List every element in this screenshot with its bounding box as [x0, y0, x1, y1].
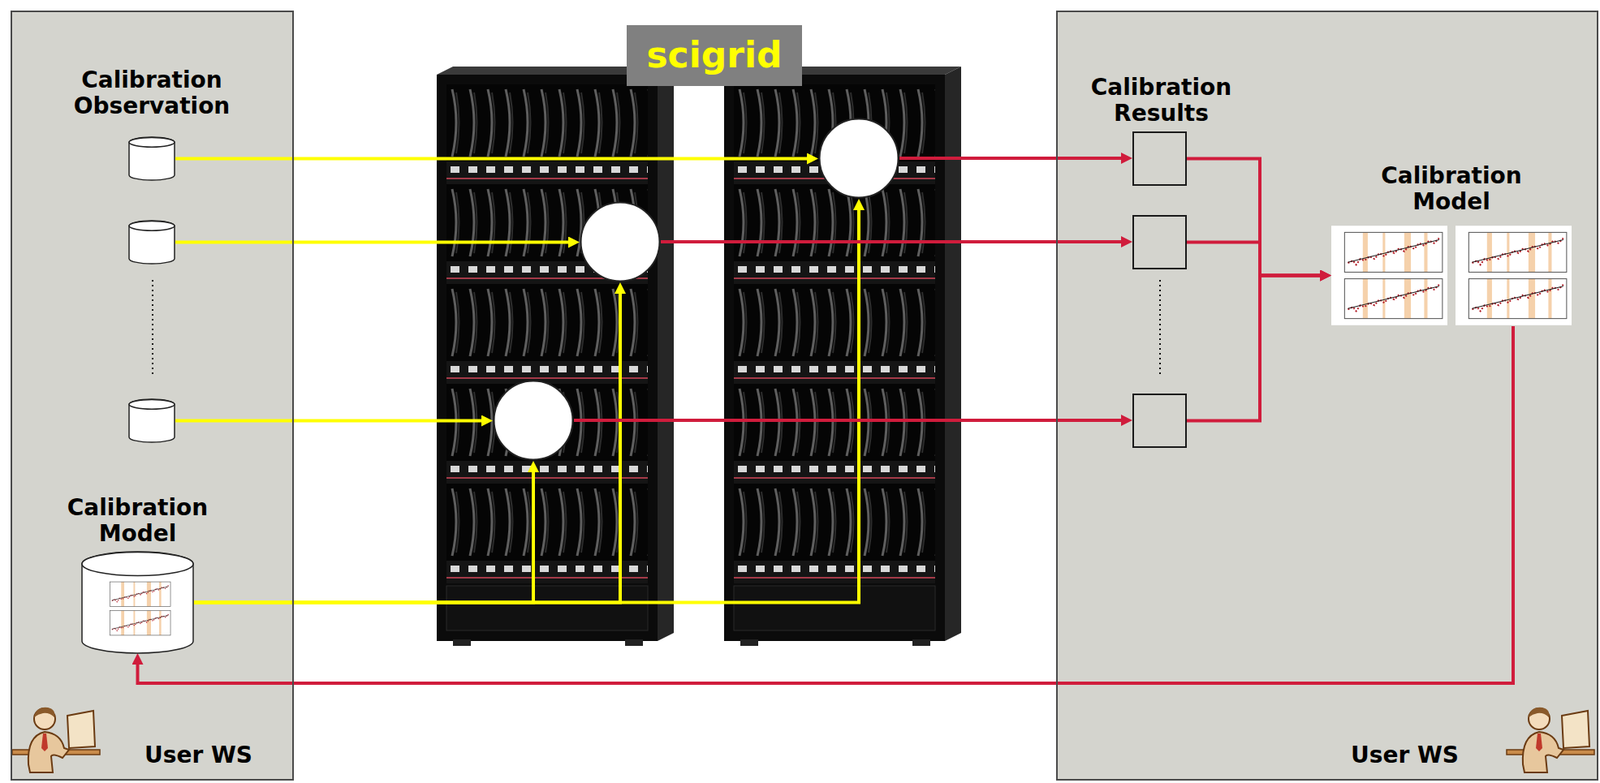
model-heading: Calibration Model [1354, 163, 1549, 216]
cylinder-top [129, 400, 175, 410]
observation-store [128, 399, 176, 443]
charts-outline [1331, 224, 1572, 327]
cylinder-top [81, 552, 194, 577]
cylinder-body [81, 552, 194, 654]
server-rack [436, 66, 674, 647]
model-plot [101, 577, 174, 640]
cylinder-top [129, 138, 175, 148]
cylinder-body [129, 399, 175, 443]
model-plot [1455, 225, 1572, 326]
panel-ground [1056, 10, 1599, 781]
result-box [1132, 393, 1187, 449]
store-heading: Calibration Model [40, 495, 236, 548]
model-plot [1331, 225, 1448, 326]
model-charts: Calibration Model [1331, 224, 1572, 327]
flow-arrow [899, 156, 1127, 160]
cylinder-outline [128, 399, 176, 443]
user-icon [1506, 707, 1595, 773]
cylinder-outline [128, 220, 176, 264]
model-store: Calibration Model [81, 552, 195, 654]
cluster-label: scigrid [626, 25, 803, 87]
cylinder-outline [128, 137, 176, 181]
circle-outline [818, 117, 900, 199]
cylinder-outline [81, 552, 195, 654]
observation-store: Calibration Observation [128, 137, 176, 181]
flow-arrow [1186, 276, 1326, 422]
flow-arrow [1186, 242, 1326, 277]
server-rack [724, 66, 962, 647]
user-workstation-panel: Calibration ResultsCalibration ModelUser… [1056, 10, 1599, 781]
user-icon [12, 707, 100, 773]
circle-outline [492, 379, 574, 462]
flow-arrow [573, 418, 1127, 423]
user-workstation-panel: Calibration ObservationCalibration Model… [10, 10, 294, 781]
ellipsis-dots [1159, 280, 1161, 376]
result-box: Calibration Results [1132, 131, 1187, 186]
cluster-name: scigrid [646, 34, 782, 77]
flow-arrow [194, 288, 621, 604]
flow-arrow [1186, 159, 1326, 277]
observation-store [128, 220, 176, 264]
flow-arrow [175, 157, 813, 161]
job-circle [819, 119, 899, 199]
compute-job [579, 201, 661, 283]
circle-outline [579, 201, 661, 283]
cylinder-body [129, 137, 175, 181]
cylinder-top [129, 221, 175, 232]
job-circle [581, 202, 660, 282]
compute-job [492, 379, 574, 462]
cylinder-body [129, 220, 175, 264]
panel-grounds [10, 10, 1599, 781]
result-box [1132, 215, 1187, 270]
panel-title: User WS [1350, 742, 1459, 769]
panel-title: User WS [144, 742, 253, 769]
panel-ground [10, 10, 294, 781]
compute-job [818, 117, 900, 199]
ellipsis-dots [151, 280, 154, 376]
flow-arrow [175, 419, 488, 423]
flow-arrow [138, 326, 1514, 684]
result-heading: Calibration Results [1064, 74, 1260, 127]
flow-arrow [175, 241, 574, 245]
flow-arrow [194, 466, 534, 604]
store-heading: Calibration Observation [54, 67, 250, 120]
job-circle [494, 381, 574, 461]
